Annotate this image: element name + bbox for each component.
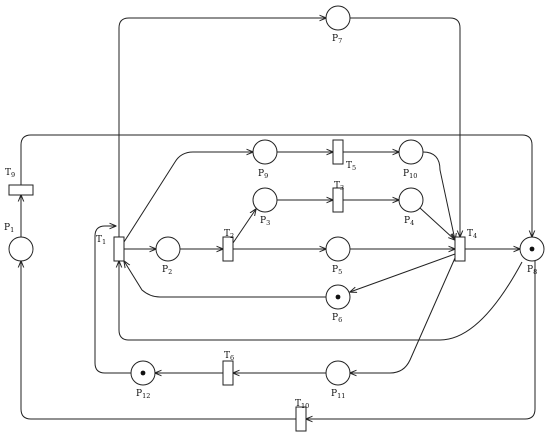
transition-label-t1: T1 [96,235,106,246]
transition-label-t4-subscript: 4 [473,232,477,240]
transition-label-t1-subscript: 1 [102,238,106,246]
place-label-p10: P10 [403,169,417,180]
transition-label-t2-letter: T [224,229,230,239]
place-label-p4-subscript: 4 [410,219,414,227]
arc-p8-t10 [306,261,536,419]
token-p6 [335,294,341,300]
place-p5 [325,236,351,262]
arc-p4-t4 [419,207,455,240]
transition-t10 [295,406,307,432]
place-label-p3-letter: P [260,216,266,226]
place-label-p2: P2 [162,265,172,276]
place-label-p5-subscript: 5 [338,268,342,276]
place-label-p6-letter: P [332,313,338,323]
place-label-p9-letter: P [258,169,264,179]
place-p3 [252,187,278,213]
arcs-layer [20,17,536,420]
place-label-p10-subscript: 10 [409,172,417,180]
arc-p7-t4 [350,17,460,237]
place-label-p12: P12 [136,389,150,400]
place-label-p9-subscript: 9 [264,172,268,180]
place-p9 [252,139,278,165]
token-p12 [140,370,146,376]
transition-label-t9-subscript: 9 [11,171,15,179]
place-p7 [325,5,351,31]
arc-t2-p3 [232,209,256,244]
place-label-p5-letter: P [332,265,338,275]
place-label-p12-letter: P [136,389,142,399]
place-p1 [8,236,34,262]
transition-t2 [222,236,234,262]
transition-label-t5-subscript: 5 [352,164,356,172]
transition-label-t3: T3 [334,181,344,192]
transition-label-t9-letter: T [5,168,11,178]
place-label-p4: P4 [404,216,414,227]
transition-label-t10-subscript: 10 [301,402,309,410]
arc-t1-p7 [118,18,326,237]
transition-label-t9: T9 [5,168,15,179]
transition-label-t10-letter: T [295,399,301,409]
place-label-p2-subscript: 2 [168,268,172,276]
token-p8 [529,246,535,252]
arc-p12-t1 [94,226,131,374]
transition-label-t5: T5 [346,161,356,172]
transition-label-t10: T10 [295,399,309,410]
transition-label-t5-letter: T [346,161,352,171]
place-label-p8-subscript: 8 [533,268,537,276]
place-label-p3: P3 [260,216,270,227]
arc-t10-p1 [21,261,296,420]
place-label-p6: P6 [332,313,342,324]
place-label-p8-letter: P [527,265,533,275]
place-label-p11-letter: P [331,389,337,399]
place-label-p8: P8 [527,265,537,276]
place-label-p3-subscript: 3 [266,219,270,227]
place-label-p9: P9 [258,169,268,180]
transition-label-t3-letter: T [334,181,340,191]
place-label-p11: P11 [331,389,345,400]
arc-t4-p11 [350,257,456,373]
transition-label-t2: T2 [224,229,234,240]
place-p4 [398,187,424,213]
arc-t9-p8 [20,134,532,237]
transition-label-t4: T4 [467,229,477,240]
place-label-p1-subscript: 1 [10,226,14,234]
arc-t1-p9 [123,152,253,243]
place-label-p7-subscript: 7 [338,37,342,45]
transition-t3 [332,187,344,213]
place-label-p12-subscript: 12 [142,392,150,400]
place-label-p1-letter: P [4,223,10,233]
place-label-p10-letter: P [403,169,409,179]
transition-t9 [8,184,34,196]
transition-label-t6-letter: T [224,351,230,361]
place-label-p1: P1 [4,223,14,234]
transition-label-t1-letter: T [96,235,102,245]
transition-label-t2-subscript: 2 [230,232,234,240]
transition-t4 [454,236,466,262]
transition-label-t3-subscript: 3 [340,184,344,192]
transition-t6 [222,360,234,386]
transition-t1 [113,236,125,262]
place-p2 [155,236,181,262]
place-label-p5: P5 [332,265,342,276]
place-label-p7-letter: P [332,34,338,44]
place-label-p11-subscript: 11 [337,392,345,400]
place-label-p7: P7 [332,34,342,45]
place-p10 [398,139,424,165]
place-label-p4-letter: P [404,216,410,226]
arc-t4-p6 [350,253,456,292]
arc-p10-t4 [422,151,455,240]
place-p11 [325,360,351,386]
transition-label-t6-subscript: 6 [230,354,234,362]
arc-p6-t1 [124,261,326,298]
place-label-p6-subscript: 6 [338,316,342,324]
nodes-layer [8,5,545,432]
transition-label-t6: T6 [224,351,234,362]
arc-p8-t1 [119,261,523,341]
transition-t5 [332,139,344,165]
transition-label-t4-letter: T [467,229,473,239]
place-label-p2-letter: P [162,265,168,275]
